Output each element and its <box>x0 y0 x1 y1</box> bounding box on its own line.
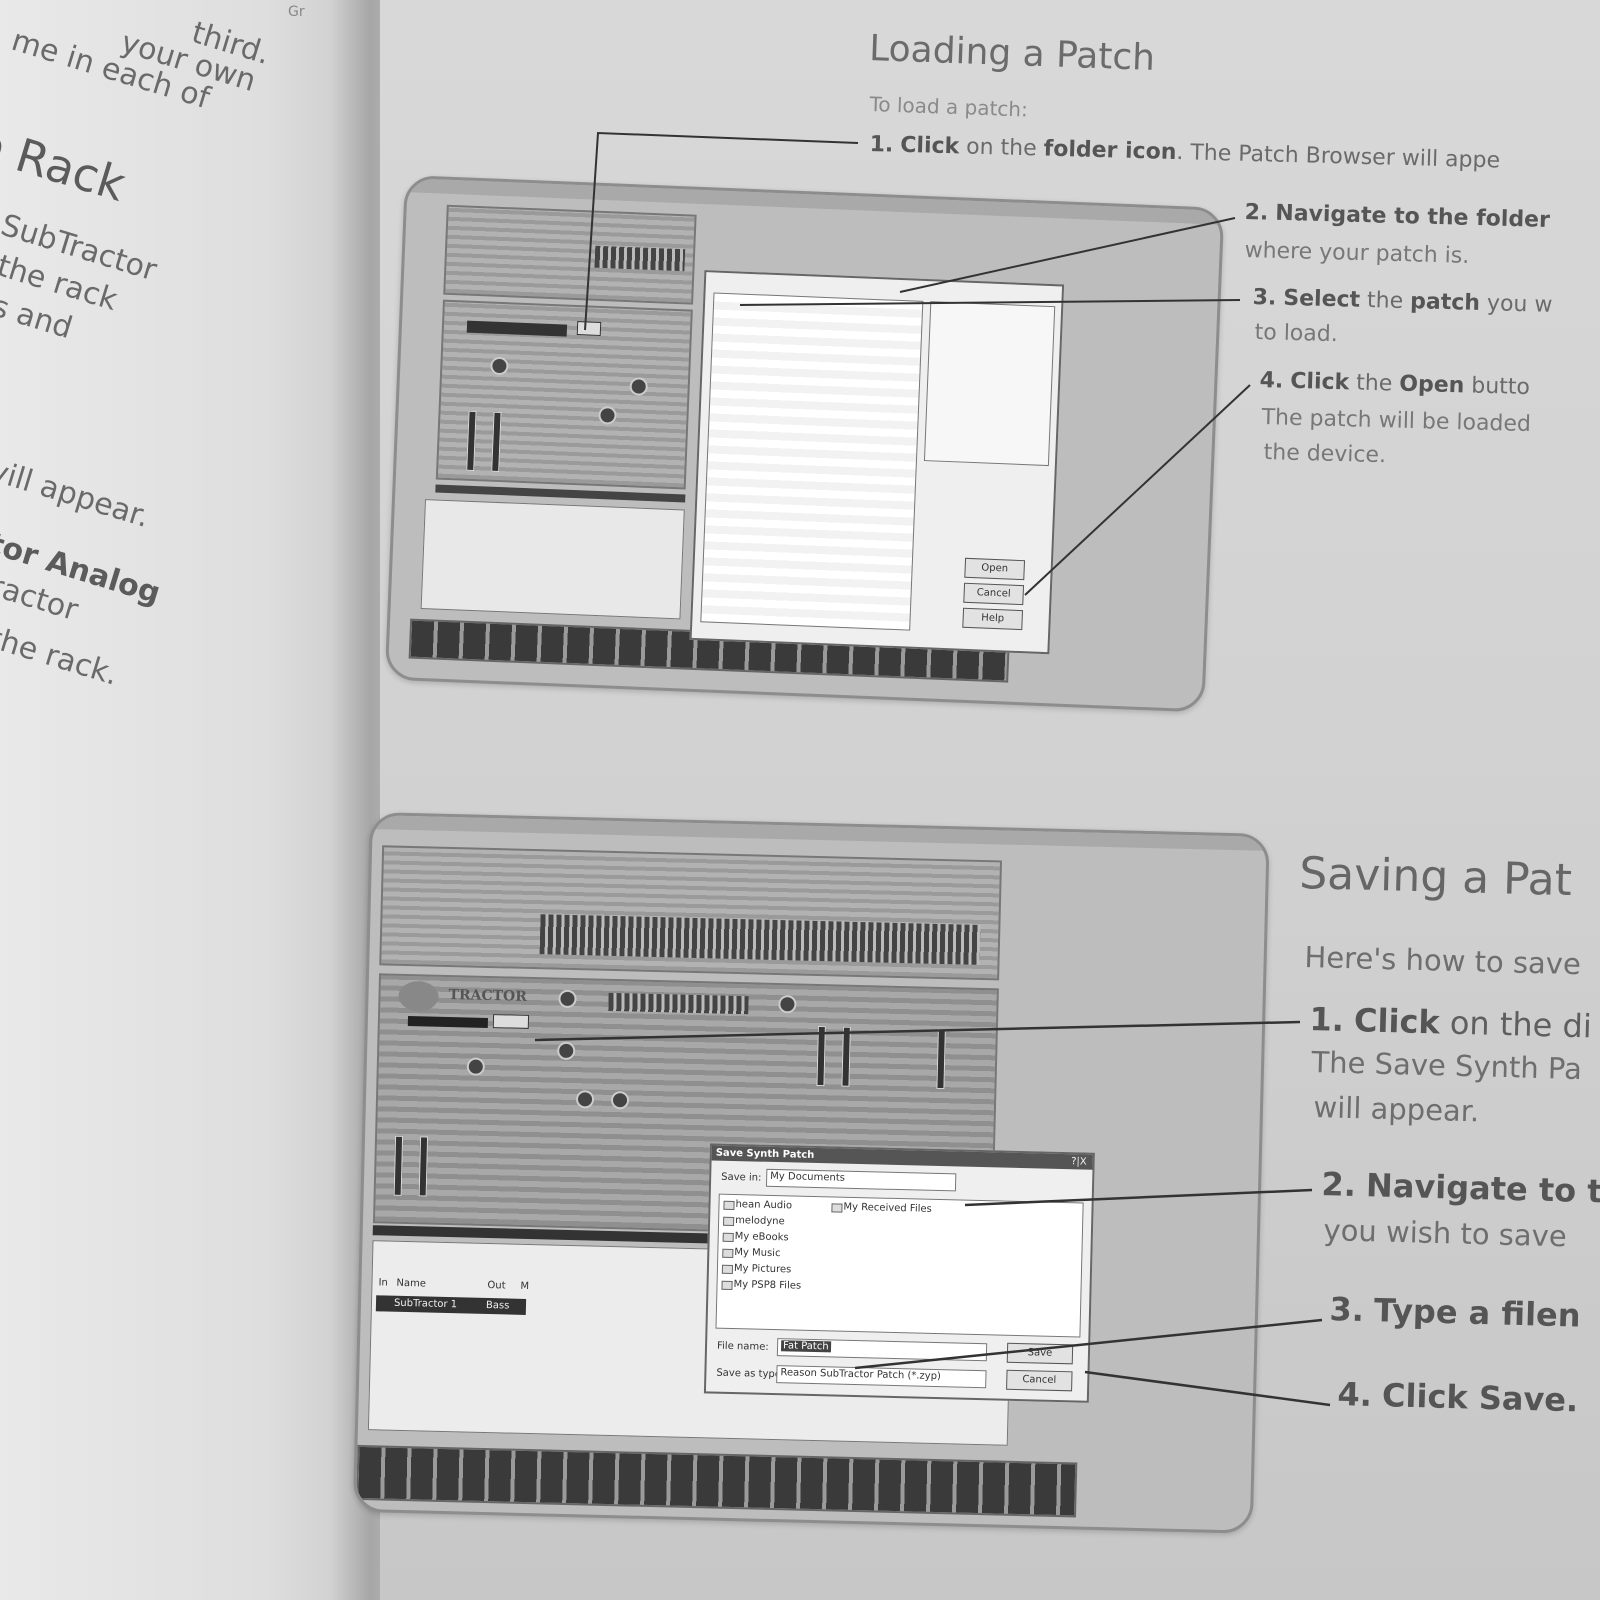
callout-line-save-3 <box>854 1318 1323 1370</box>
left-corner-mark: Gr <box>288 4 305 20</box>
left-page: third. your own me in each of e Rack the… <box>0 0 380 1600</box>
callout-line-save-4 <box>1084 1370 1331 1407</box>
callout-line-save-1 <box>534 1020 1301 1042</box>
callout-line-save-2 <box>964 1188 1313 1207</box>
callout-line-load-3 <box>739 299 1241 306</box>
callout-line-load-4 <box>1024 384 1251 596</box>
callout-line-load-1 <box>584 131 859 331</box>
callout-line-load-2 <box>899 217 1236 293</box>
